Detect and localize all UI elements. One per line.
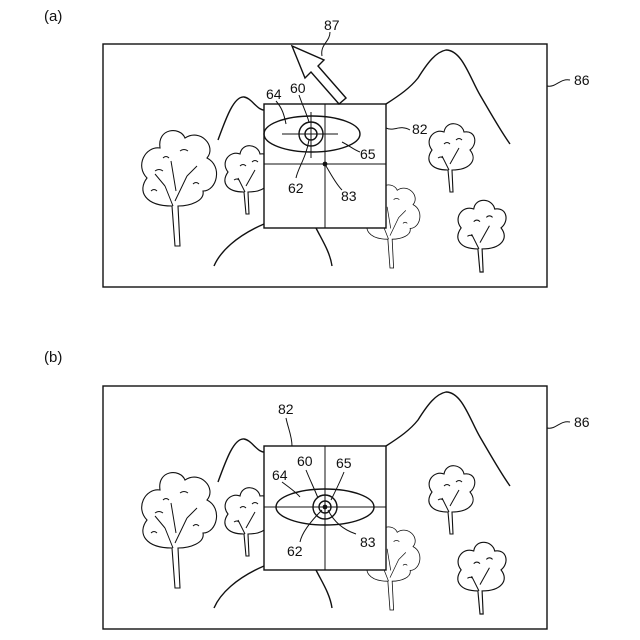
tree-left-large-b <box>142 473 217 588</box>
ref-64-b: 64 <box>272 467 288 483</box>
ref-60-a: 60 <box>290 80 306 96</box>
panel-a: (a) <box>44 8 590 287</box>
tree-right-a <box>429 124 475 192</box>
ref-62-b: 62 <box>287 543 303 559</box>
ref-83-a: 83 <box>341 188 357 204</box>
tree-right-b <box>429 466 475 534</box>
leader-86-b <box>547 422 570 429</box>
ref-65-b: 65 <box>336 455 352 471</box>
tree-far-right-b <box>458 542 506 614</box>
ref-64-a: 64 <box>266 86 282 102</box>
road-b <box>214 566 332 608</box>
ref-62-a: 62 <box>288 180 304 196</box>
leader-86-a <box>547 80 570 87</box>
panel-b-label: (b) <box>44 349 62 366</box>
panel-a-label: (a) <box>44 8 62 25</box>
mountain-ridge-b <box>218 439 266 482</box>
road-a <box>214 224 332 266</box>
ref-82-b: 82 <box>278 401 294 417</box>
panel-b: (b) 82 64 60 65 <box>44 349 590 629</box>
tree-left-large-a <box>142 131 217 246</box>
leader-82-b <box>286 418 292 446</box>
ref-86-b: 86 <box>574 414 590 430</box>
frame-center-83-a <box>323 162 328 167</box>
leader-82-a <box>386 128 410 130</box>
ref-65-a: 65 <box>360 146 376 162</box>
mountain-ridge-a <box>218 97 266 140</box>
ref-83-b: 83 <box>360 534 376 550</box>
ref-60-b: 60 <box>297 453 313 469</box>
ref-86-a: 86 <box>574 72 590 88</box>
ref-82-a: 82 <box>412 121 428 137</box>
tree-far-right-a <box>458 200 506 272</box>
ref-87-a: 87 <box>324 17 340 33</box>
frame-center-83-b <box>323 505 328 510</box>
